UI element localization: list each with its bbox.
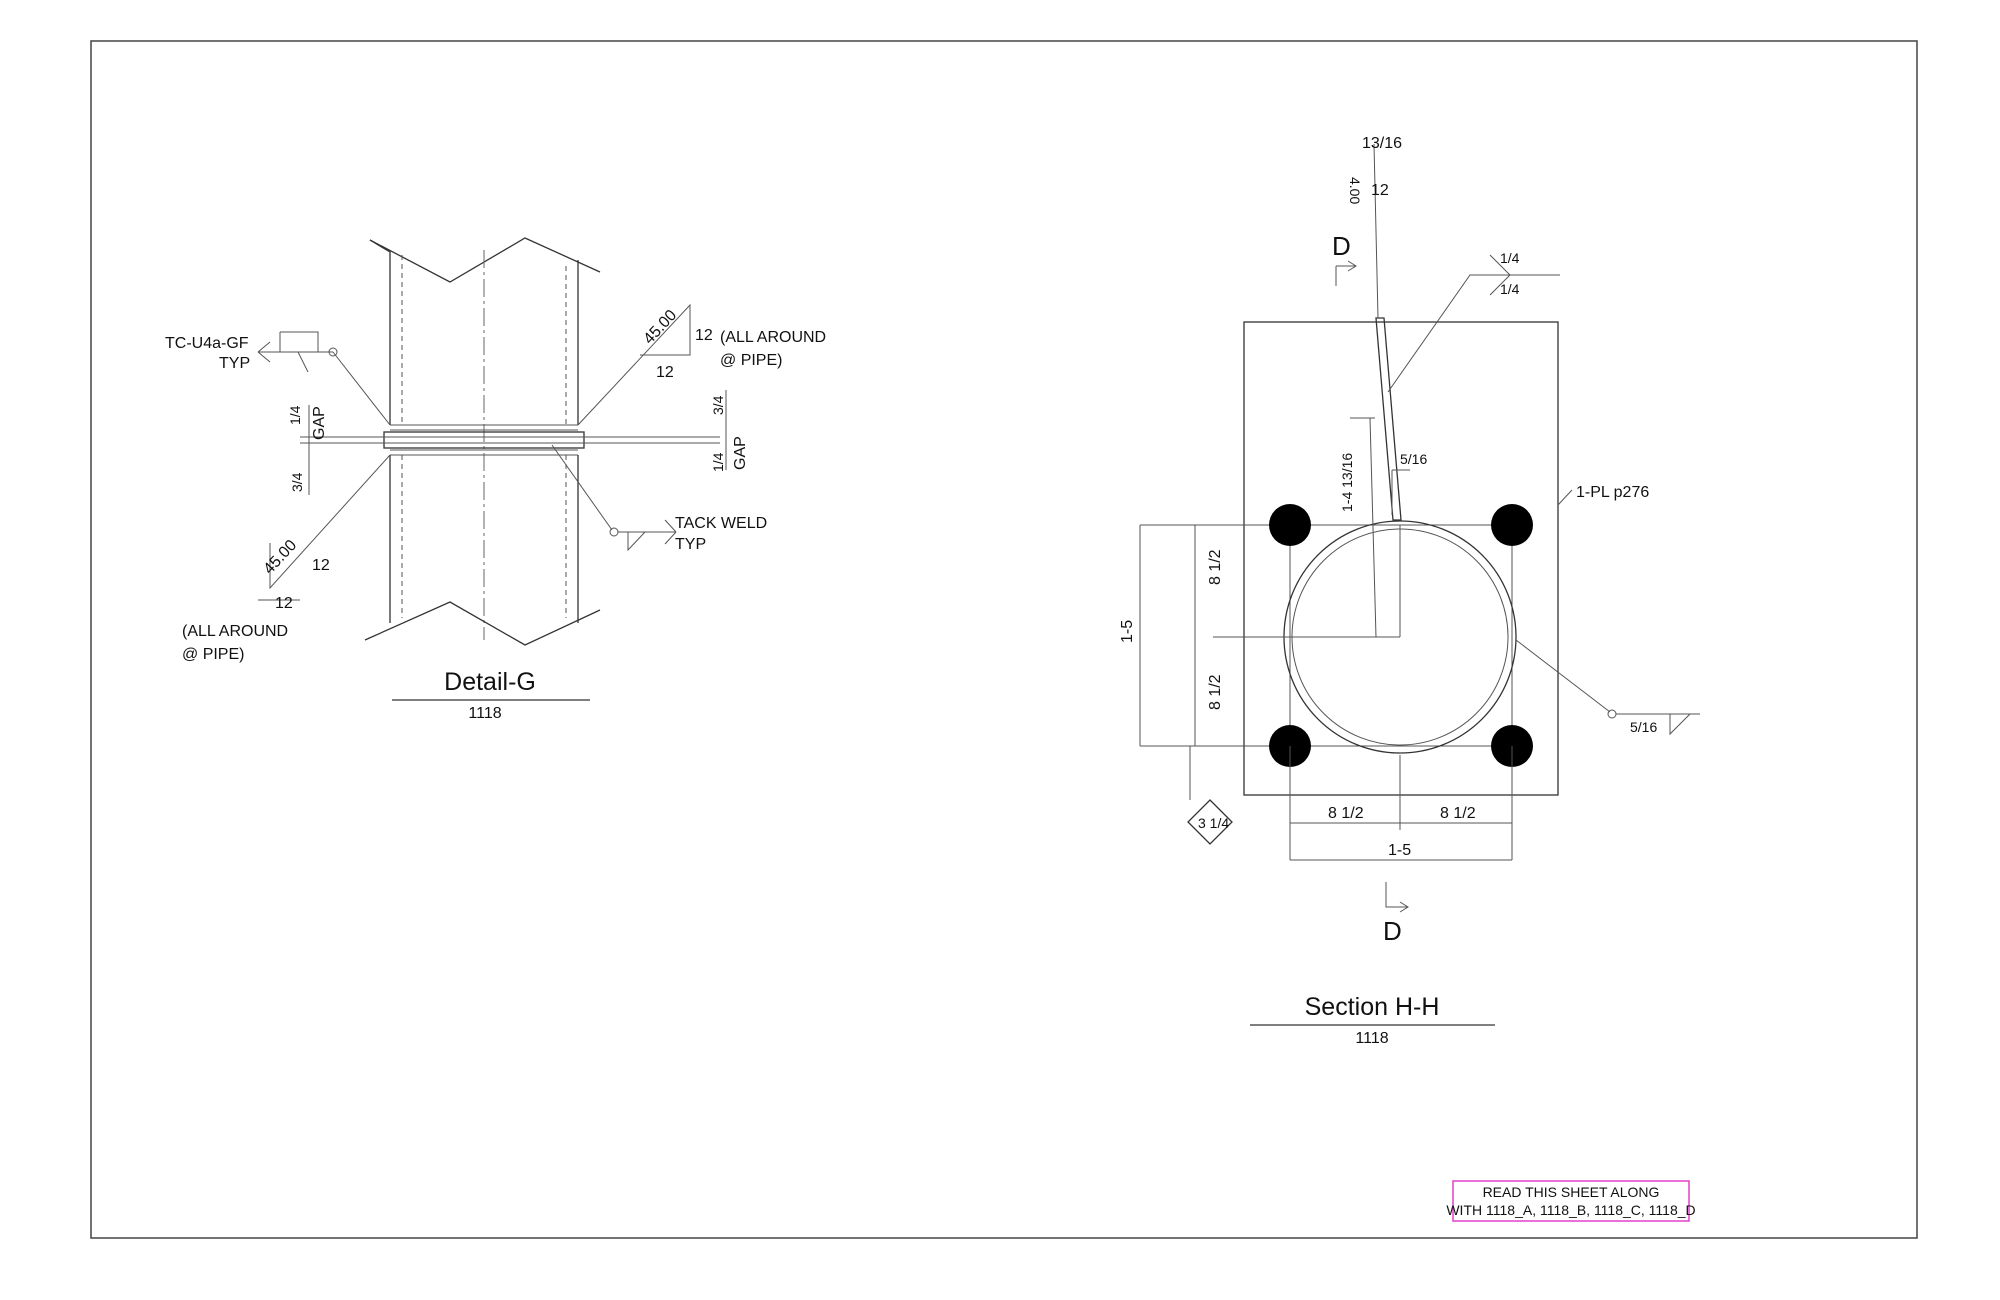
weld-1-4-bottom: 1/4 [1500,281,1520,297]
anchor-bolt-top-right [1491,504,1533,546]
at-pipe-label-1: @ PIPE) [720,352,782,369]
twelve-c: 12 [312,557,330,574]
weld-tail-top [257,341,271,363]
dim-8-half-v1: 8 1/2 [1207,549,1224,585]
tack-weld-circle [609,527,619,537]
gap-left: GAP [311,406,328,440]
weld-5-16-right: 5/16 [1630,719,1657,735]
weld-5-16: 5/16 [1400,451,1427,467]
dim-line-stiffener [1369,417,1377,638]
lower-pipe-break-line [364,601,601,646]
angle-4: 4.00 [1347,177,1363,204]
section-d-top: D [1332,231,1351,261]
diamond-symbol [1187,799,1233,845]
diamond-3-1-4: 3 1/4 [1198,815,1229,831]
section-arrow-top [1335,260,1357,286]
frac-13-16: 13/16 [1362,135,1402,152]
dim-8-half-v2: 8 1/2 [1207,674,1224,710]
dim-1-5-vertical: 1-5 [1119,620,1136,643]
dim-1-4-13-16: 1-4 13/16 [1339,453,1355,512]
dim-8-half-h1: 8 1/2 [1328,805,1364,822]
weld-leader-5-16 [1391,469,1410,515]
callout-typ-top: TYP [219,355,250,372]
plate-label: 1-PL p276 [1576,484,1649,501]
upper-pipe-left-wall [369,239,391,425]
slope-leader-top [1373,143,1379,319]
frac-3-4-top: 3/4 [710,395,726,415]
section-hh: 13/16 4.00 12 D D 1/4 1/4 1-4 13/16 5/16… [1119,135,1700,1047]
detail-g-title: Detail-G [444,668,536,696]
frac-1-4-left: 1/4 [287,405,303,425]
sheet-note: READ THIS SHEET ALONG WITH 1118_A, 1118_… [1446,1180,1696,1222]
all-around-label-1: (ALL AROUND [720,329,826,346]
section-arrow-bottom [1385,882,1409,913]
note-line-1: READ THIS SHEET ALONG [1483,1184,1660,1200]
note-line-2: WITH 1118_A, 1118_B, 1118_C, 1118_D [1446,1202,1695,1218]
plate-label-leader [1557,489,1573,506]
upper-pipe-break-line [369,237,601,283]
callout-tc-u4a: TC-U4a-GF [165,335,249,352]
weld-1-4-top: 1/4 [1500,250,1520,266]
twelve-section: 12 [1371,182,1389,199]
slope-triangle-bottom [258,454,391,601]
sheet-border [90,40,1918,1239]
detail-g-ref: 1118 [468,705,501,722]
anchor-bolt-top-left [1269,504,1311,546]
tack-weld-fillet-symbol [627,531,646,552]
note-box [1452,1180,1690,1222]
tack-weld-leader [551,444,613,531]
section-d-bottom: D [1383,916,1402,946]
weld-circle-right [1607,709,1617,719]
callout-typ-bottom: TYP [675,536,706,553]
weld-fillet-both-sides [1489,254,1511,296]
gap-right: GAP [732,436,749,470]
at-pipe-label-2: @ PIPE) [182,646,244,663]
weld-leader-top-left [332,351,391,426]
all-around-label-2: (ALL AROUND [182,623,288,640]
dim-1-5-horizontal: 1-5 [1388,842,1411,859]
section-hh-title: Section H-H [1305,993,1440,1021]
base-plate-outline [1243,321,1559,796]
frac-3-4-left: 3/4 [289,472,305,492]
weld-leader-right [1515,639,1611,713]
base-plate-section [383,431,585,449]
weld-box-symbol [279,331,319,352]
frac-1-4-right: 1/4 [710,452,726,472]
slope-triangle-top [577,303,691,426]
tack-weld-tail [664,519,677,545]
detail-g: TC-U4a-GF TYP 45.00 12 12 (ALL AROUND @ … [165,237,826,722]
twelve-a: 12 [695,327,713,344]
angle-top: 45.00 [640,307,680,348]
callout-tack-weld: TACK WELD [675,515,767,532]
weld-flag [297,351,309,373]
dim-8-half-h2: 8 1/2 [1440,805,1476,822]
twelve-b: 12 [656,364,674,381]
angle-bottom: 45.00 [260,537,300,578]
stiffener-plate [1375,317,1402,521]
weld-leader-top [1387,274,1560,393]
section-hh-ref: 1118 [1355,1030,1388,1047]
twelve-d: 12 [275,595,293,612]
weld-fillet-right [1669,713,1691,736]
